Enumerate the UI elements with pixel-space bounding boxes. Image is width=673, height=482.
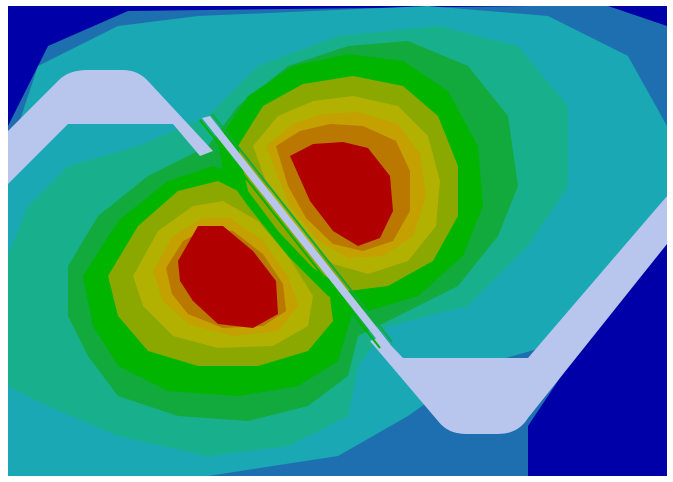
diagonal-slit (202, 116, 390, 346)
upper-left-cutout (8, 70, 213, 184)
right-lobe-peak (290, 142, 393, 246)
lower-right-cutout (370, 196, 667, 434)
slit-edge-right (211, 113, 393, 343)
left-lobe-peak (178, 226, 278, 328)
slit-edge-left (199, 119, 381, 349)
contour-plot (8, 6, 667, 476)
